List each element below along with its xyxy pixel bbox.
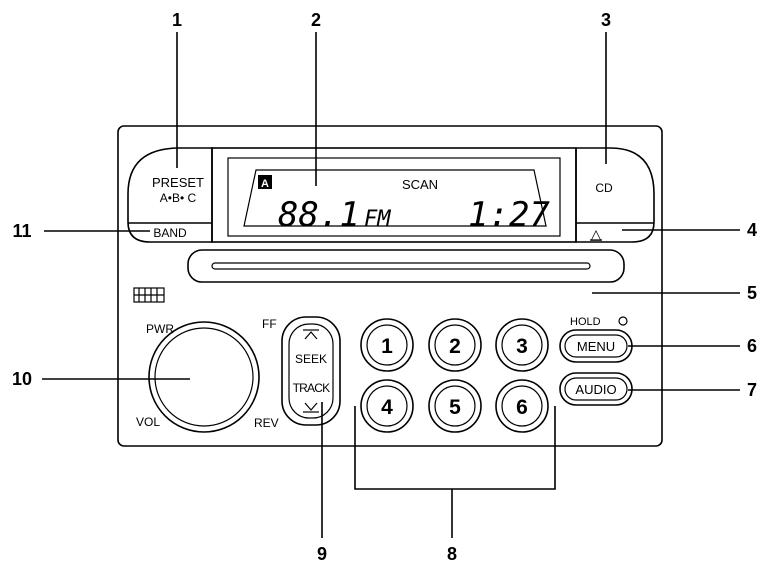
audio-label: AUDIO	[575, 382, 616, 397]
scan-label: SCAN	[402, 177, 438, 192]
preset-button-5: 5	[428, 379, 482, 433]
svg-text:2: 2	[449, 335, 461, 358]
callout-7: 7	[747, 380, 757, 400]
volume-knob	[148, 321, 260, 433]
preset-indicator-box	[258, 175, 272, 189]
preset-button-4: 4	[360, 379, 414, 433]
callout-6: 6	[747, 336, 757, 356]
track-label: TRACK	[293, 381, 330, 395]
callout-1: 1	[172, 10, 182, 30]
hold-label: HOLD	[570, 316, 601, 328]
callout-4: 4	[747, 220, 757, 240]
seek-track-rocker	[281, 316, 341, 426]
display-screen	[227, 157, 561, 237]
band-label: BAND	[153, 226, 187, 240]
menu-label: MENU	[577, 339, 615, 354]
preset-sub-label: A•B• C	[160, 191, 197, 205]
svg-text:5: 5	[449, 396, 461, 419]
cd-label: CD	[595, 181, 613, 195]
svg-text:6: 6	[516, 396, 528, 419]
callout-11: 11	[12, 221, 31, 241]
right-panel	[575, 147, 655, 243]
cd-slot	[211, 262, 591, 270]
pwr-label: PWR	[146, 322, 174, 336]
preset-button-1: 1	[360, 318, 414, 372]
time-readout: 1:27	[468, 195, 550, 235]
callout-5: 5	[747, 283, 757, 303]
callout-8: 8	[447, 544, 457, 564]
compact-disc-logo-icon	[133, 287, 165, 303]
preset-button-3: 3	[495, 318, 549, 372]
callout-9: 9	[317, 544, 327, 564]
faceplate	[117, 125, 663, 447]
frequency-readout: 88.1	[278, 195, 360, 235]
eject-icon: △	[591, 226, 602, 242]
ff-label: FF	[262, 317, 277, 331]
vol-label: VOL	[136, 415, 160, 429]
preset-indicator: A	[261, 178, 269, 190]
preset-button-6: 6	[495, 379, 549, 433]
callout-3: 3	[601, 10, 611, 30]
rev-label: REV	[254, 416, 279, 430]
band-unit: FM	[364, 207, 391, 232]
seek-down-icon	[304, 402, 318, 411]
svg-text:1: 1	[381, 335, 393, 358]
seek-label: SEEK	[295, 352, 327, 366]
left-panel	[127, 147, 213, 243]
preset-button-2: 2	[428, 318, 482, 372]
cd-slot-frame	[187, 249, 625, 283]
audio-button	[559, 372, 633, 406]
callout-2: 2	[311, 10, 321, 30]
seek-up-icon	[304, 331, 318, 340]
svg-text:3: 3	[516, 335, 528, 358]
svg-text:4: 4	[381, 396, 393, 419]
callout-10: 10	[12, 369, 32, 389]
preset-label: PRESET	[152, 175, 204, 190]
hold-indicator-icon	[618, 316, 628, 326]
